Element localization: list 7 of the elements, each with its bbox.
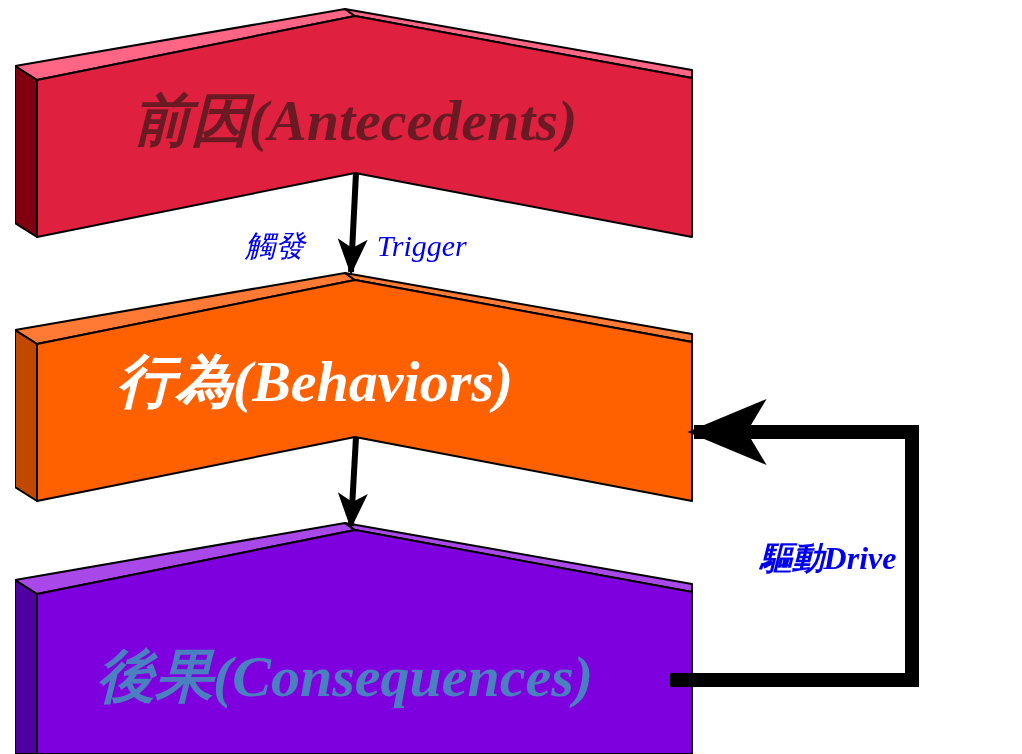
edge-label: 觸發 Trigger [245,231,467,261]
block-title: 後果(Consequences) [96,648,594,706]
edge-label: 驅動Drive [759,542,897,574]
arrow [337,172,368,275]
arrow [670,399,919,687]
block-title: 前因(Antecedents) [132,92,578,150]
block-title: 行為(Behaviors) [116,353,514,411]
